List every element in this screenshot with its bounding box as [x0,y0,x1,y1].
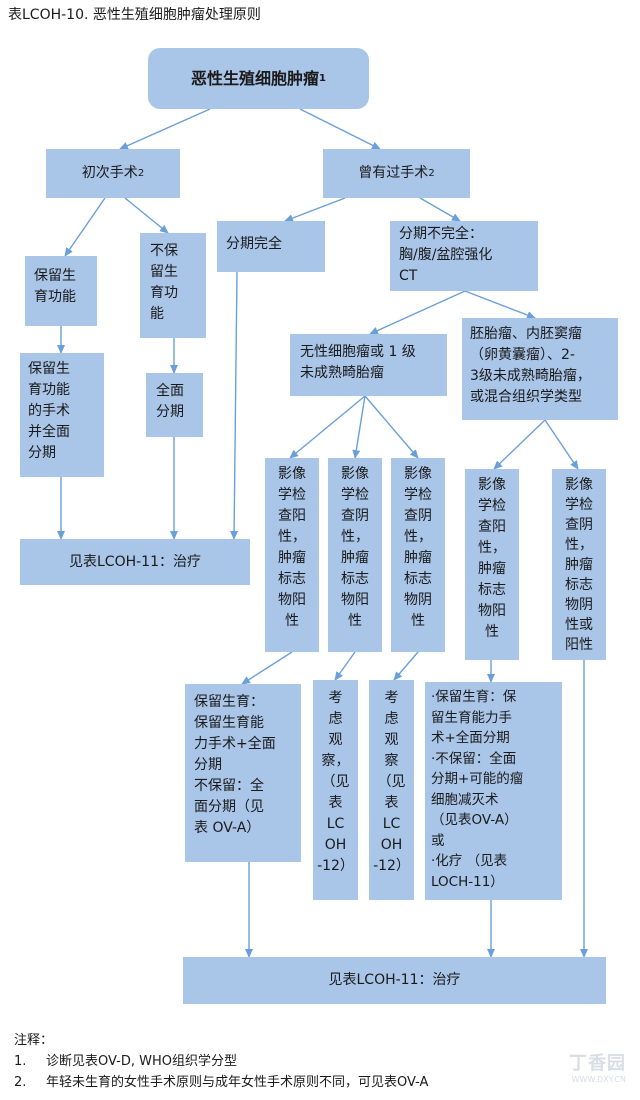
node-imaging-negative-marker-negative: 影像 学检 查阴 性， 肿瘤 标志 物阴 性 [391,458,445,652]
footnote-1: 1.诊断见表OV-D, WHO组织学分型 [14,1054,237,1069]
edge-complete-lcoh11 [230,271,239,540]
edge-dysger-col1 [289,395,366,459]
node-staging-complete: 分期完全 [217,221,325,272]
footnotes: 注释： 1.诊断见表OV-D, WHO组织学分型 2.年轻未生育的女性手术原则与… [14,1030,428,1093]
page-title: 表LCOH-10. 恶性生殖细胞肿瘤处理原则 [8,7,261,23]
node-consider-observation-2: 考 虑 观 察 （见 表 LC OH -12） [369,680,414,900]
footnote-2: 2.年轻未生育的女性手术原则与成年女性手术原则不同，可见表OV-A [14,1075,429,1090]
footnotes-heading: 注释： [14,1033,54,1048]
edge-col1-treata [241,651,293,685]
edge-col2-observe1 [334,651,356,681]
edge-prior-incomplete [419,197,461,222]
node-treatment-fertility-or-chemo: ·保留生育：保 留生育能力手 术+全面分期 ·不保留：全面 分期+可能的瘤 细胞… [425,682,562,900]
edge-initial-nopreserve [124,197,169,234]
node-no-preserve: 不保 留生 育功 能 [140,233,206,338]
node-embryonal-imaging-negative: 影像 学检 查阴 性， 肿瘤 标志 物阴 性或 阳性 [552,469,606,660]
edge-dysger-col2 [352,395,366,459]
edge-embryo-col5 [544,419,579,470]
watermark-logo: 丁香园 WWW.DXY.CN [569,1053,626,1084]
node-see-lcoh11-bottom: 见表LCOH-11：治疗 [183,957,606,1004]
node-consider-observation-1: 考 虑 观 察， （见 表 LC OH -12） [313,680,358,900]
node-treatment-fertility-or-staging: 保留生育： 保留生育能 力手术+全面 分期 不保留：全 面分期（见 表 OV-A… [185,684,301,862]
node-see-lcoh11-top: 见表LCOH-11：治疗 [20,539,250,585]
edge-col3-observe2 [393,651,419,681]
node-imaging-negative-marker-positive: 影像 学检 查阴 性， 肿瘤 标志 物阳 性 [328,458,382,652]
edge-prior-complete [284,197,346,222]
edge-dysger-col3 [364,395,419,459]
node-dysgerminoma-grade1: 无性细胞瘤或 1 级 未成熟畸胎瘤 [290,334,447,396]
node-staging-incomplete: 分期不完全： 胸/腹/盆腔强化 CT [390,221,538,291]
node-fertility-surgery-staging: 保留生 育功能 的手术 并全面 分期 [20,353,104,477]
node-imaging-positive-marker-positive: 影像 学检 查阳 性， 肿瘤 标志 物阳 性 [265,458,319,652]
node-full-staging: 全面 分期 [146,373,203,437]
edge-incomplete-embryo [464,290,536,319]
node-embryonal-yolk-sac-mixed: 胚胎瘤、内胚窦瘤 （卵黄囊瘤）、2- 3级未成熟畸胎瘤， 或混合组织学类型 [462,318,618,420]
edge-embryo-col4 [493,419,546,470]
edge-initial-preserve [64,197,106,257]
edge-root-initial [119,108,211,150]
edge-incomplete-dysger [369,290,466,335]
edge-root-prior [299,108,381,150]
node-embryonal-imaging-positive: 影像 学检 查阳 性， 肿瘤 标志 物阳 性 [465,469,519,660]
node-preserve-fertility: 保留生 育功能 [25,256,97,326]
